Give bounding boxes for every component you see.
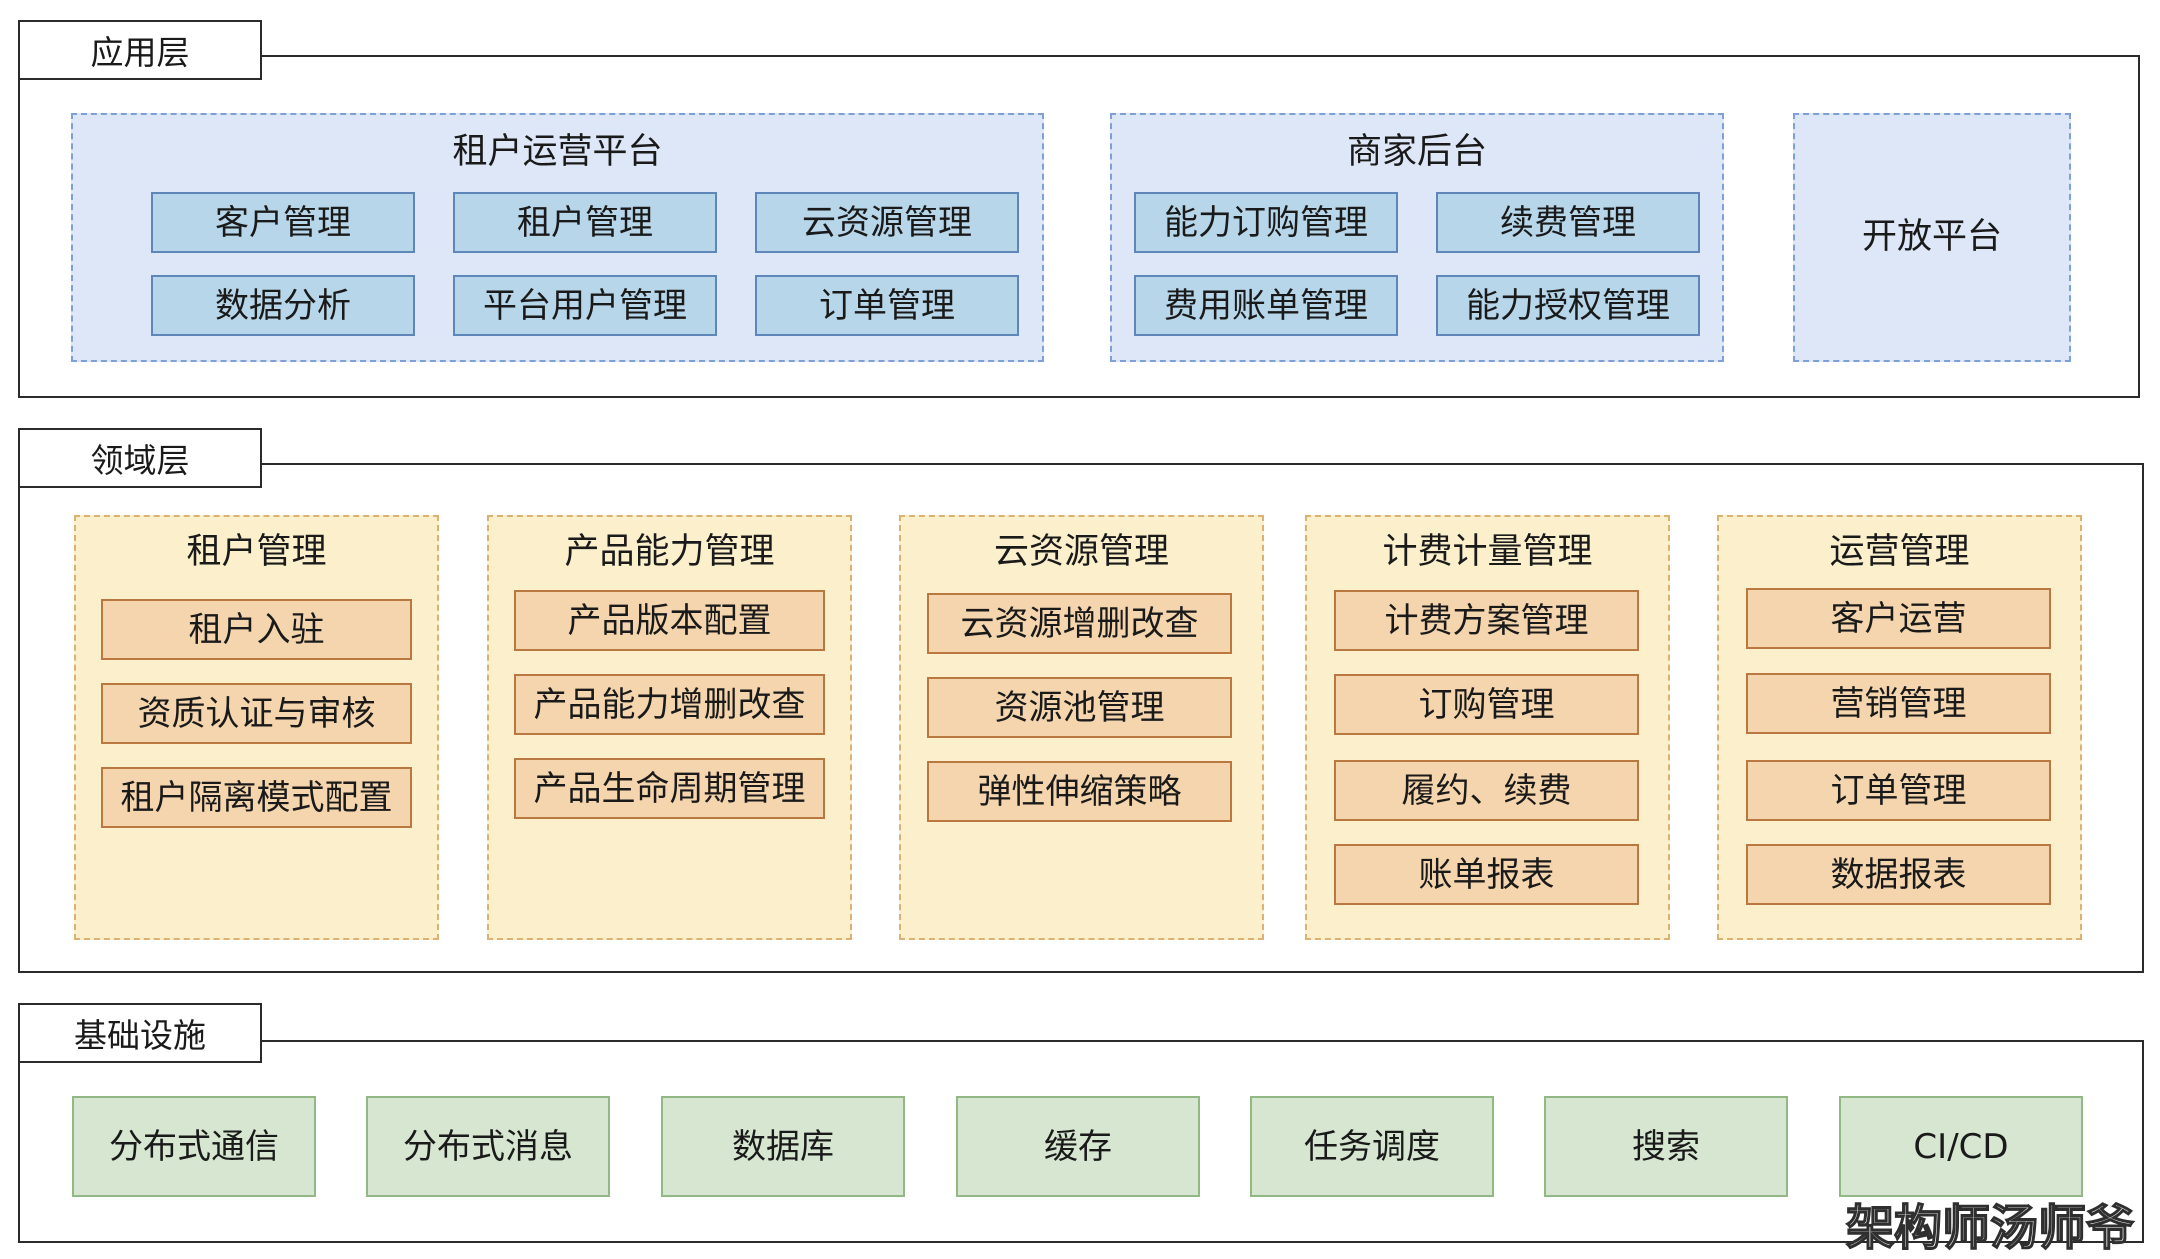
data-analysis-box: 数据分析 <box>151 275 415 336</box>
capability-authorization-management-box: 能力授权管理 <box>1436 275 1700 336</box>
cloud-resource-crud-box: 云资源增删改查 <box>927 593 1232 654</box>
domain-layer-title: 领域层 <box>90 441 190 480</box>
tenant-onboarding-box: 租户入驻 <box>101 599 412 660</box>
customer-management-box: 客户管理 <box>151 192 415 253</box>
product-lifecycle-box: 产品生命周期管理 <box>514 758 825 819</box>
infrastructure-layer-tab: 基础设施 <box>18 1003 262 1063</box>
domain-group-title: 云资源管理 <box>993 532 1169 572</box>
tenant-management-box: 租户管理 <box>453 192 717 253</box>
domain-group-title: 产品能力管理 <box>564 532 775 572</box>
fulfillment-renewal-box: 履约、续费 <box>1334 760 1639 821</box>
infrastructure-layer-title: 基础设施 <box>74 1016 206 1055</box>
product-capability-crud-box: 产品能力增删改查 <box>514 674 825 735</box>
elastic-scaling-box: 弹性伸缩策略 <box>927 761 1232 822</box>
cache-box: 缓存 <box>956 1096 1200 1197</box>
order-management-box: 订单管理 <box>755 275 1019 336</box>
product-version-config-box: 产品版本配置 <box>514 590 825 651</box>
open-platform: 开放平台 <box>1793 113 2071 362</box>
domain-layer-tab: 领域层 <box>18 428 262 488</box>
qualification-review-box: 资质认证与审核 <box>101 683 412 744</box>
bill-report-box: 账单报表 <box>1334 844 1639 905</box>
cloud-resource-management-box: 云资源管理 <box>755 192 1019 253</box>
watermark-text: 架构师汤师爷 <box>1845 1199 2135 1257</box>
domain-group-title: 计费计量管理 <box>1382 532 1593 572</box>
distributed-messaging-box: 分布式消息 <box>366 1096 610 1197</box>
domain-group-title: 运营管理 <box>1829 532 1970 572</box>
billing-statement-management-box: 费用账单管理 <box>1134 275 1398 336</box>
ci-cd-box: CI/CD <box>1839 1096 2083 1197</box>
tenant-operation-platform-title: 租户运营平台 <box>452 132 663 172</box>
billing-plan-box: 计费方案管理 <box>1334 590 1639 651</box>
renewal-management-box: 续费管理 <box>1436 192 1700 253</box>
application-layer-title: 应用层 <box>90 33 190 72</box>
data-report-box: 数据报表 <box>1746 844 2051 905</box>
task-scheduling-box: 任务调度 <box>1250 1096 1494 1197</box>
customer-operations-box: 客户运营 <box>1746 588 2051 649</box>
database-box: 数据库 <box>661 1096 905 1197</box>
resource-pool-box: 资源池管理 <box>927 677 1232 738</box>
platform-user-management-box: 平台用户管理 <box>453 275 717 336</box>
subscription-management-box: 订购管理 <box>1334 674 1639 735</box>
tenant-isolation-config-box: 租户隔离模式配置 <box>101 767 412 828</box>
domain-group-title: 租户管理 <box>186 532 327 572</box>
search-box: 搜索 <box>1544 1096 1788 1197</box>
marketing-management-box: 营销管理 <box>1746 673 2051 734</box>
open-platform-title: 开放平台 <box>1861 217 2002 257</box>
merchant-backend-title: 商家后台 <box>1346 132 1487 172</box>
application-layer-tab: 应用层 <box>18 20 262 80</box>
order-management-ops-box: 订单管理 <box>1746 760 2051 821</box>
capability-subscription-management-box: 能力订购管理 <box>1134 192 1398 253</box>
distributed-communication-box: 分布式通信 <box>72 1096 316 1197</box>
